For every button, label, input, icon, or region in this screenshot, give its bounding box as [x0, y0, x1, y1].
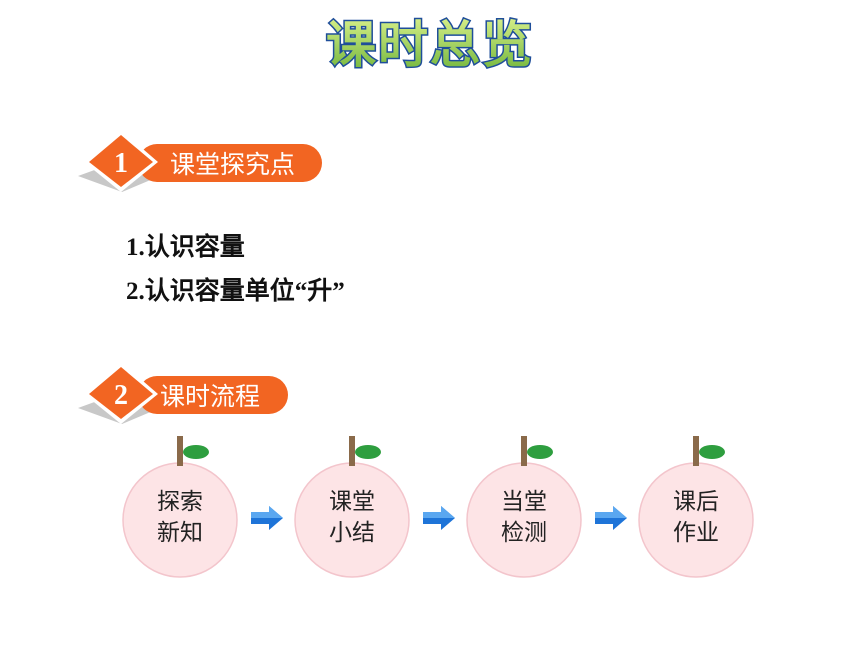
flow-step-4[interactable]: 课后 作业 [636, 432, 756, 582]
flow-step-line-2: 小结 [329, 520, 375, 546]
learning-point-1: 1.认识容量 [126, 234, 245, 261]
section-label-pill [138, 144, 322, 182]
section-number: 2 [114, 380, 128, 411]
badge-diamond [89, 135, 153, 187]
apple-stem [177, 436, 183, 466]
flow-step-line-1: 探索 [157, 489, 203, 515]
section-label-pill [138, 376, 288, 414]
apple-stem [693, 436, 699, 466]
section-number: 1 [114, 148, 128, 179]
section-header-1: 1 课堂探究点 [78, 130, 338, 200]
flow-step-line-2: 作业 [673, 520, 719, 546]
apple-stem [349, 436, 355, 466]
flow-step-line-1: 课堂 [329, 489, 375, 515]
learning-point-2: 2.认识容量单位“升” [126, 278, 345, 305]
flow-step-line-2: 新知 [157, 520, 203, 546]
leaf-icon [699, 445, 725, 459]
badge-diamond [89, 367, 153, 419]
flow-step-2[interactable]: 课堂 小结 [292, 432, 412, 582]
section-header-2: 2 课时流程 [78, 362, 338, 432]
apple-stem [521, 436, 527, 466]
page-title-art: 课时总览 [325, 15, 534, 76]
flow-step-1[interactable]: 探索 新知 [120, 432, 240, 582]
arrow-right-icon [423, 506, 455, 530]
leaf-icon [355, 445, 381, 459]
learning-points: 1.认识容量 2.认识容量单位“升” [126, 226, 345, 314]
leaf-icon [183, 445, 209, 459]
flow-step-line-1: 课后 [673, 489, 719, 515]
arrow-right-icon [595, 506, 627, 530]
flow-step-3[interactable]: 当堂 检测 [464, 432, 584, 582]
flow-step-line-1: 当堂 [501, 489, 547, 515]
section-label: 课时流程 [160, 382, 260, 411]
section-label: 课堂探究点 [170, 150, 295, 179]
page-title: 课时总览 [0, 14, 860, 76]
arrow-right-icon [251, 506, 283, 530]
flow-step-line-2: 检测 [501, 520, 547, 546]
page-title-text: 课时总览 [326, 16, 534, 74]
leaf-icon [527, 445, 553, 459]
